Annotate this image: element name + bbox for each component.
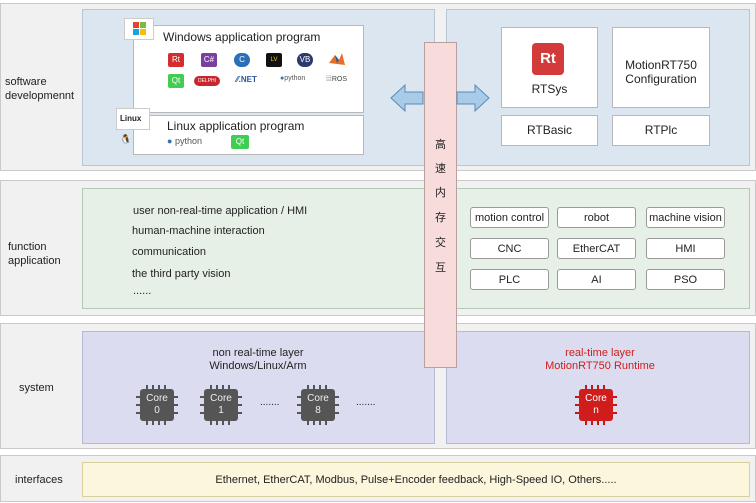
left-arrow-icon <box>390 83 424 113</box>
function-item: communication <box>132 246 206 258</box>
rtplc-box <box>612 115 710 146</box>
delphi-logo-icon: DELPHI <box>194 76 220 86</box>
exchange-char: 存 <box>435 212 446 224</box>
rt-title: real-time layer <box>565 347 635 359</box>
rtbasic-box <box>501 115 598 146</box>
rtsys-logo-icon: Rt <box>532 43 564 75</box>
machine-vision-button[interactable]: machine vision <box>646 207 725 228</box>
pso-button[interactable]: PSO <box>646 269 725 290</box>
labview-logo-icon: LV <box>266 53 282 67</box>
row-label-function: function application <box>8 241 61 267</box>
robot-button[interactable]: robot <box>557 207 636 228</box>
rtbasic-label: RTBasic <box>526 123 573 137</box>
ai-button[interactable]: AI <box>557 269 636 290</box>
config-label: MotionRT750 Configuration <box>625 58 697 86</box>
right-arrow-icon <box>456 83 490 113</box>
function-item: ...... <box>133 285 152 297</box>
core-name: Core <box>307 393 329 404</box>
ros-label: ROS <box>331 76 348 83</box>
csharp-logo-icon: C# <box>201 53 217 67</box>
windows-app-box <box>133 25 364 113</box>
exchange-char: 高 <box>435 139 446 151</box>
linux-badge-label: Linux <box>120 114 142 123</box>
matlab-logo-icon <box>328 51 346 67</box>
exchange-char: 速 <box>435 163 446 175</box>
core-number: 0 <box>154 405 160 416</box>
exchange-char: 互 <box>435 262 446 274</box>
interfaces-panel <box>82 462 750 497</box>
interfaces-text: Ethernet, EtherCAT, Modbus, Pulse+Encode… <box>215 474 617 486</box>
config-box <box>612 27 710 108</box>
rtsys-small-logo-icon: Rt <box>168 53 184 67</box>
nonrt-title: non real-time layer <box>212 347 304 359</box>
cnc-button[interactable]: CNC <box>470 238 549 259</box>
row-label-system: system <box>19 382 54 394</box>
memory-exchange-column <box>424 42 457 368</box>
linux-app-title: Linux application program <box>167 119 305 133</box>
rt-subtitle: MotionRT750 Runtime <box>545 360 655 372</box>
ros-logo-icon: ⁞⁞⁞ROS <box>326 76 348 83</box>
dotnet-logo-icon: ⁄⁄.NET <box>236 75 257 84</box>
exchange-char: 内 <box>435 187 446 199</box>
windows-logo-icon <box>124 18 154 40</box>
rtsys-logo-text: Rt <box>540 50 556 67</box>
row-label-interfaces: interfaces <box>15 474 63 486</box>
hmi-button[interactable]: HMI <box>646 238 725 259</box>
row-label-software: software developmennt <box>5 76 75 102</box>
function-left-panel <box>82 188 435 309</box>
function-item: human-machine interaction <box>132 225 265 237</box>
rtsys-label: RTSys <box>531 82 568 96</box>
core-number: 8 <box>315 405 321 416</box>
core-ellipsis: ....... <box>356 397 376 408</box>
motion-control-button[interactable]: motion control <box>470 207 549 228</box>
exchange-char: 交 <box>435 237 446 249</box>
linux-logo-icon: Linux🐧 <box>116 108 150 144</box>
rtplc-label: RTPlc <box>644 123 678 137</box>
function-item: the third party vision <box>132 268 231 280</box>
core-number: n <box>593 405 599 416</box>
core-name: Core <box>585 393 607 404</box>
qt-logo-icon: Qt <box>168 74 184 88</box>
nonrt-subtitle: Windows/Linux/Arm <box>209 360 307 372</box>
function-item: user non-real-time application / HMI <box>133 205 308 217</box>
python-small-logo-icon: ●python <box>280 75 306 82</box>
python-label: python <box>174 136 202 146</box>
qt-linux-logo-icon: Qt <box>231 135 249 149</box>
core-ellipsis: ....... <box>260 397 280 408</box>
plc-button[interactable]: PLC <box>470 269 549 290</box>
python-small-label: python <box>284 75 306 82</box>
core-name: Core <box>210 393 232 404</box>
system-left-panel <box>82 331 435 444</box>
core-name: Core <box>146 393 168 404</box>
windows-app-title: Windows application program <box>163 30 321 44</box>
vb-logo-icon: VB <box>297 53 313 67</box>
ethercat-button[interactable]: EtherCAT <box>557 238 636 259</box>
python-logo-icon: ● python <box>167 136 202 146</box>
linux-app-box <box>133 115 364 155</box>
c-logo-icon: C <box>234 53 250 67</box>
core-number: 1 <box>218 405 224 416</box>
